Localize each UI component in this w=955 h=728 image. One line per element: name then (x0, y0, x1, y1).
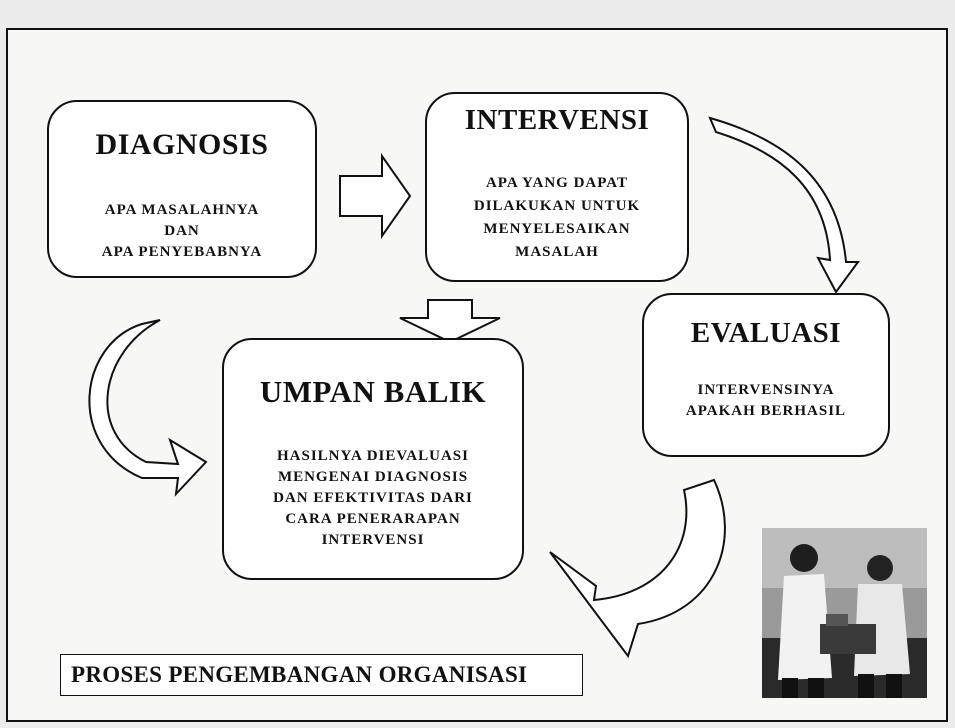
intervensi-description: APA YANG DAPAT DILAKUKAN UNTUK MENYELESA… (473, 175, 641, 260)
intervensi-title: INTERVENSI (464, 104, 650, 136)
arrow-diagnosis-to-intervensi (339, 152, 412, 240)
arrow-intervensi-to-evaluasi (708, 116, 860, 294)
umpan-balik-box: UMPAN BALIK HASILNYA DIEVALUASI MENGENAI… (222, 338, 524, 580)
diagnosis-box: DIAGNOSIS APA MASALAHNYA DAN APA PENYEBA… (47, 100, 317, 278)
umpan-balik-description: HASILNYA DIEVALUASI MENGENAI DIAGNOSIS D… (273, 448, 473, 548)
diagnosis-title: DIAGNOSIS (95, 128, 269, 161)
evaluasi-description: INTERVENSINYA APAKAH BERHASIL (685, 382, 847, 419)
diagram-caption: PROSES PENGEMBANGAN ORGANISASI (60, 654, 583, 696)
arrow-umpan-balik-to-diagnosis (88, 319, 208, 497)
diagnosis-description: APA MASALAHNYA DAN APA PENYEBABNYA (101, 202, 263, 260)
evaluasi-box: EVALUASI INTERVENSINYA APAKAH BERHASIL (642, 293, 890, 457)
people-photo (762, 528, 927, 698)
umpan-balik-title: UMPAN BALIK (259, 374, 487, 409)
evaluasi-title: EVALUASI (690, 317, 842, 349)
arrow-intervensi-to-umpan-balik (399, 299, 501, 344)
intervensi-box: INTERVENSI APA YANG DAPAT DILAKUKAN UNTU… (425, 92, 689, 282)
arrow-evaluasi-to-umpan-balik (549, 478, 726, 659)
